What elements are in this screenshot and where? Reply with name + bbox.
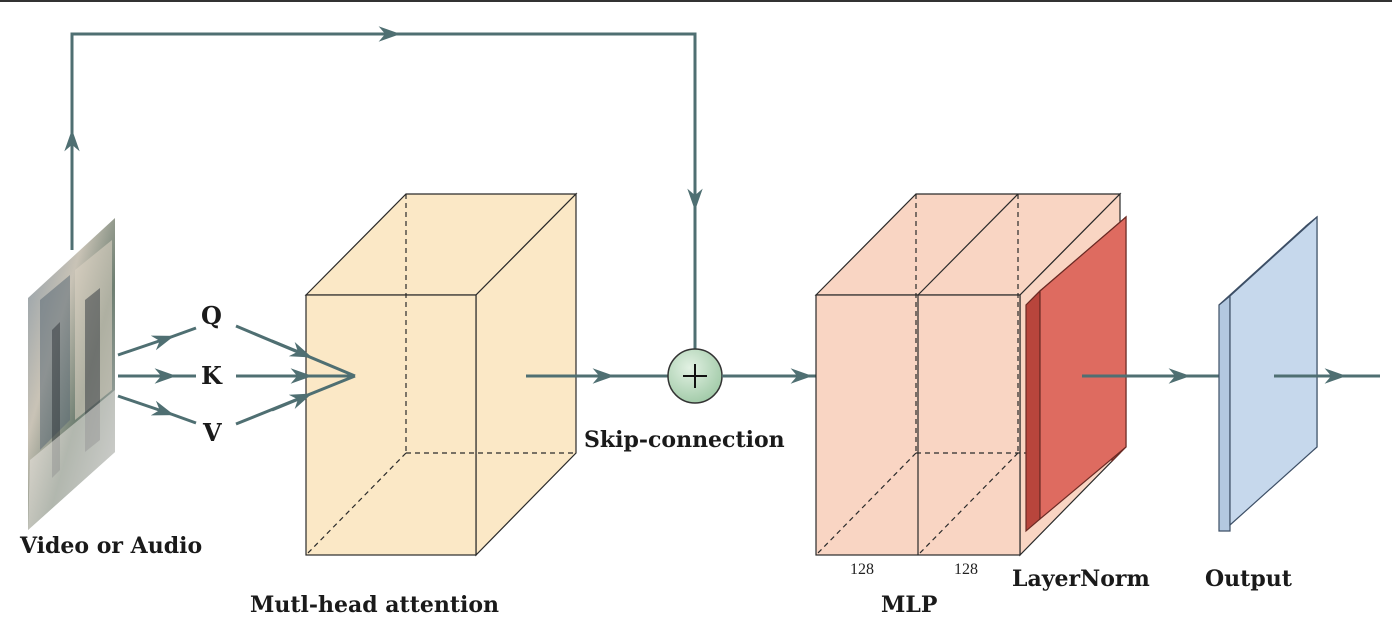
attention-label: Mutl-head attention bbox=[250, 592, 500, 618]
qkv-v-label: V bbox=[203, 418, 222, 447]
output-label: Output bbox=[1205, 566, 1292, 592]
input-label: Video or Audio bbox=[20, 533, 203, 559]
mlp-dim-2: 128 bbox=[954, 561, 978, 578]
skip-add-node bbox=[667, 348, 723, 404]
v-arrow-head bbox=[271, 393, 313, 412]
output-block bbox=[1218, 215, 1318, 532]
qkv-k-label: K bbox=[201, 361, 222, 390]
video-frame-thumbnail bbox=[28, 218, 115, 530]
layernorm-label: LayerNorm bbox=[1012, 566, 1150, 592]
mlp-dim-1: 128 bbox=[850, 561, 874, 578]
arrow-q-tail bbox=[159, 326, 197, 343]
mlp-label: MLP bbox=[881, 592, 938, 618]
layernorm-block bbox=[1025, 215, 1127, 533]
qkv-q-label: Q bbox=[201, 301, 222, 330]
arrow-to-q bbox=[117, 335, 175, 357]
skip-label: Skip-connection bbox=[584, 427, 785, 453]
q-arrow-head bbox=[271, 339, 313, 358]
arrow-to-v bbox=[117, 394, 175, 416]
arrow-v-tail bbox=[159, 408, 197, 425]
attention-block bbox=[304, 192, 578, 557]
